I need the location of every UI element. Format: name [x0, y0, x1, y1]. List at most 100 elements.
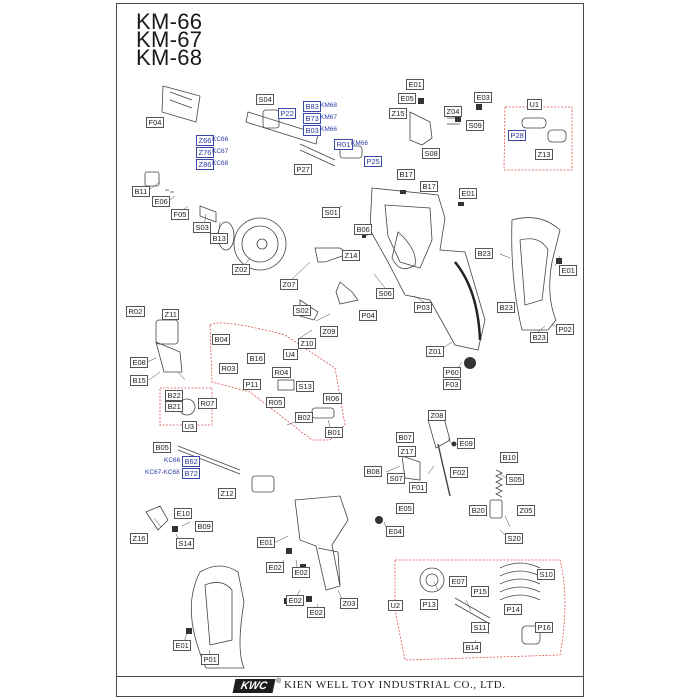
- part-label: P15: [471, 586, 490, 597]
- part-label: R01: [334, 139, 353, 150]
- part-label: Z16: [130, 533, 148, 544]
- part-label: E10: [174, 508, 193, 519]
- part-label: B15: [130, 375, 149, 386]
- part-label: Z04: [444, 106, 462, 117]
- part-label: S14: [176, 538, 195, 549]
- part-label: S10: [537, 569, 556, 580]
- model-note: KC68: [212, 160, 229, 167]
- part-label: P01: [201, 654, 220, 665]
- part-label: Z07: [280, 279, 298, 290]
- company-name: KIEN WELL TOY INDUSTRIAL CO., LTD.: [284, 679, 506, 691]
- part-label: B17: [420, 181, 439, 192]
- part-label: E01: [173, 640, 192, 651]
- part-label: U1: [527, 99, 542, 110]
- model-note: KC67: [212, 148, 229, 155]
- part-label: Z66: [196, 135, 214, 146]
- part-label: U4: [283, 349, 298, 360]
- part-label: Z08: [428, 410, 446, 421]
- part-label: Z09: [320, 326, 338, 337]
- part-label: P04: [359, 310, 378, 321]
- part-label: S03: [193, 222, 212, 233]
- part-label: Z01: [426, 346, 444, 357]
- model-title-1: KM-66: [136, 9, 203, 34]
- part-label: P03: [414, 302, 433, 313]
- part-label: S07: [387, 473, 406, 484]
- part-label: Z15: [389, 108, 407, 119]
- part-label: B23: [497, 302, 516, 313]
- part-label: R05: [266, 397, 285, 408]
- part-label: R07: [198, 398, 217, 409]
- part-label: B04: [212, 334, 231, 345]
- kwc-logo: KWC: [232, 679, 276, 693]
- part-label: E09: [457, 438, 476, 449]
- footer-bar: [116, 676, 584, 697]
- part-label: S09: [466, 120, 485, 131]
- part-label: F05: [171, 209, 189, 220]
- part-label: Z17: [398, 446, 416, 457]
- part-label: B83: [303, 101, 322, 112]
- part-label: F02: [450, 467, 468, 478]
- part-label: S04: [256, 94, 275, 105]
- part-label: P60: [443, 367, 462, 378]
- part-label: Z02: [232, 264, 250, 275]
- part-label: Z76: [196, 147, 214, 158]
- model-note: KM66: [351, 140, 368, 147]
- model-note: KM68: [320, 102, 337, 109]
- part-label: S06: [376, 288, 395, 299]
- part-label: F01: [409, 482, 427, 493]
- part-label: E04: [386, 526, 405, 537]
- part-label: B03: [303, 125, 322, 136]
- model-title-3: KM-68: [136, 45, 203, 70]
- part-label: B17: [397, 169, 416, 180]
- part-label: B06: [354, 224, 373, 235]
- part-label: R06: [323, 393, 342, 404]
- part-label: Z05: [517, 505, 535, 516]
- part-label: P27: [294, 164, 313, 175]
- part-label: Z03: [340, 598, 358, 609]
- part-label: B10: [500, 452, 519, 463]
- part-label: B20: [469, 505, 488, 516]
- part-label: E02: [307, 607, 326, 618]
- part-label: R03: [219, 363, 238, 374]
- part-label: B14: [463, 642, 482, 653]
- part-label: E01: [257, 537, 276, 548]
- part-label: F03: [443, 379, 461, 390]
- part-label: B09: [195, 521, 214, 532]
- part-label: B62: [182, 456, 201, 467]
- part-label: Z11: [162, 309, 180, 320]
- part-label: S08: [422, 148, 441, 159]
- model-note: KC67-KC68: [145, 469, 180, 476]
- part-label: E07: [449, 576, 468, 587]
- part-label: P13: [420, 599, 439, 610]
- part-label: P25: [364, 156, 383, 167]
- part-label: S01: [322, 207, 341, 218]
- part-label: Z13: [535, 149, 553, 160]
- part-label: P22: [278, 108, 297, 119]
- part-label: B23: [530, 332, 549, 343]
- part-label: S20: [505, 533, 524, 544]
- part-label: B22: [165, 390, 184, 401]
- model-note: KC66: [212, 136, 229, 143]
- part-label: B13: [210, 233, 229, 244]
- part-label: B05: [153, 442, 172, 453]
- part-label: E02: [286, 595, 305, 606]
- part-label: F04: [146, 117, 164, 128]
- part-label: Z10: [298, 338, 316, 349]
- part-label: E02: [266, 562, 285, 573]
- part-label: B02: [295, 412, 314, 423]
- diagram-frame: [116, 3, 584, 697]
- part-label: U3: [182, 421, 197, 432]
- part-label: Z12: [218, 488, 236, 499]
- registered-mark: ®: [276, 678, 282, 685]
- part-label: B08: [364, 466, 383, 477]
- part-label: E02: [292, 567, 311, 578]
- part-label: B21: [165, 401, 184, 412]
- part-label: R04: [272, 367, 291, 378]
- part-label: B23: [475, 248, 494, 259]
- part-label: B07: [396, 432, 415, 443]
- part-label: P16: [535, 622, 554, 633]
- model-note: KM66: [320, 126, 337, 133]
- part-label: P02: [556, 324, 575, 335]
